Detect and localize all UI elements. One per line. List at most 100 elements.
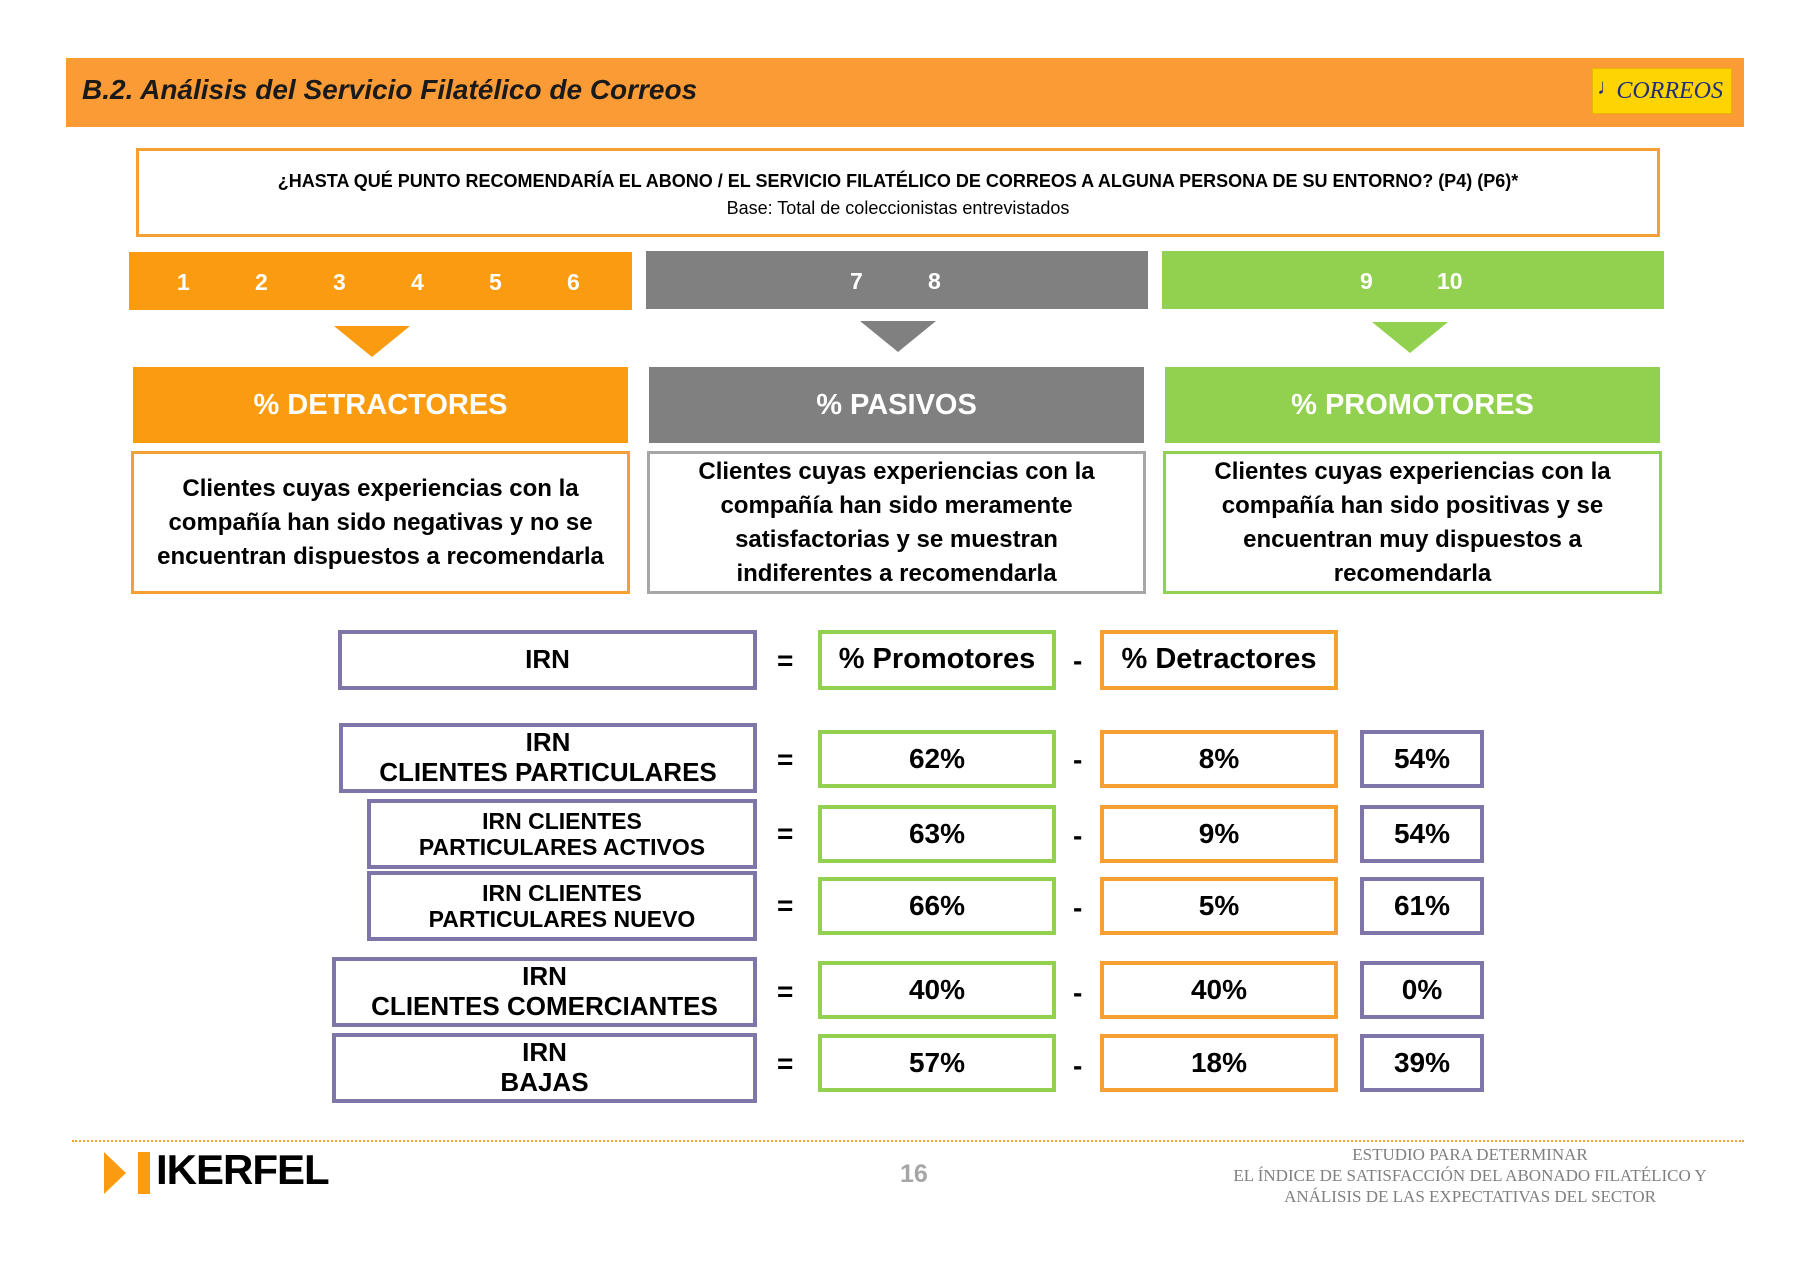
scale-number: 4	[411, 269, 424, 295]
row-label-line1: IRN CLIENTES	[482, 879, 642, 906]
scale-number: 10	[1437, 268, 1463, 294]
page-number: 16	[900, 1160, 928, 1188]
ikerfel-arrow-icon	[104, 1152, 126, 1194]
question-box: ¿HASTA QUÉ PUNTO RECOMENDARÍA EL ABONO /…	[136, 148, 1660, 237]
row-label-line1: IRN CLIENTES	[482, 807, 642, 834]
promotores-value: 40%	[908, 973, 966, 1005]
row-label-line2: CLIENTES PARTICULARES	[379, 757, 717, 787]
irn-result-box: 39%	[1360, 1034, 1484, 1092]
formula-irn-label: IRN	[525, 644, 570, 675]
promotores-value: 62%	[908, 742, 966, 774]
equals-sign: =	[777, 645, 794, 676]
post-horn-icon: ♩	[1597, 74, 1619, 99]
minus-sign: -	[1073, 977, 1083, 1008]
detractores-value: 5%	[1198, 889, 1240, 921]
study-title-line2: EL ÍNDICE DE SATISFACCIÓN DEL ABONADO FI…	[1233, 1166, 1707, 1185]
detractores-value-box: 8%	[1100, 730, 1338, 788]
row-label-line1: IRN	[522, 961, 567, 992]
arrow-down-icon	[860, 321, 936, 352]
detractores-value: 40%	[1190, 973, 1248, 1005]
scale-bar-detractores: 1 2 3 4 5 6	[129, 252, 632, 310]
irn-result: 39%	[1393, 1046, 1451, 1078]
formula-promotores-box: % Promotores	[818, 630, 1056, 690]
ikerfel-bar-icon	[138, 1152, 150, 1194]
irn-result-box: 0%	[1360, 961, 1484, 1019]
irn-result-box: 61%	[1360, 877, 1484, 935]
row-label-line1: IRN	[525, 727, 571, 758]
scale-number: 8	[928, 268, 941, 294]
study-title: ESTUDIO PARA DETERMINAR EL ÍNDICE DE SAT…	[1210, 1144, 1730, 1207]
scale-number: 3	[333, 269, 346, 295]
category-promotores-description: Clientes cuyas experiencias con la compa…	[1163, 451, 1662, 594]
equals-sign: =	[777, 976, 794, 1007]
question-base: Base: Total de coleccionistas entrevista…	[726, 198, 1070, 218]
equals-sign: =	[777, 744, 794, 775]
irn-result: 54%	[1393, 817, 1451, 849]
category-detractores-description: Clientes cuyas experiencias con la compa…	[131, 451, 630, 594]
promotores-value-box: 62%	[818, 730, 1056, 788]
question-text: ¿HASTA QUÉ PUNTO RECOMENDARÍA EL ABONO /…	[277, 171, 1519, 191]
correos-logo: CORREOS	[1592, 68, 1732, 114]
category-pasivos-title: % PASIVOS	[649, 367, 1144, 443]
row-label-line2: CLIENTES COMERCIANTES	[371, 991, 718, 1021]
detractores-value-box: 9%	[1100, 805, 1338, 863]
scale-number: 7	[850, 268, 863, 294]
logo-text: CORREOS	[1616, 77, 1723, 104]
row-label-line2: PARTICULARES NUEVO	[428, 906, 696, 932]
description-text: Clientes cuyas experiencias con la compa…	[1214, 457, 1611, 587]
formula-irn-box: IRN	[338, 630, 757, 690]
promotores-value: 66%	[908, 889, 966, 921]
study-title-line1: ESTUDIO PARA DETERMINAR	[1352, 1145, 1588, 1164]
equals-sign: =	[777, 890, 794, 921]
scale-number: 1	[177, 269, 190, 295]
minus-sign: -	[1073, 820, 1083, 851]
scale-bar-pasivos: 7 8	[646, 251, 1148, 309]
category-detractores-title: % DETRACTORES	[133, 367, 628, 443]
irn-result: 61%	[1393, 889, 1451, 921]
arrow-down-icon	[1372, 322, 1448, 353]
formula-detractores-box: % Detractores	[1100, 630, 1338, 690]
promotores-value-box: 57%	[818, 1034, 1056, 1092]
minus-sign: -	[1073, 1050, 1083, 1081]
header-bar	[66, 58, 1744, 127]
scale-number: 9	[1360, 268, 1373, 294]
detractores-value-box: 18%	[1100, 1034, 1338, 1092]
detractores-value-box: 40%	[1100, 961, 1338, 1019]
promotores-value-box: 63%	[818, 805, 1056, 863]
row-label-line2: PARTICULARES ACTIVOS	[418, 834, 706, 860]
scale-number: 6	[567, 269, 580, 295]
scale-number: 2	[255, 269, 268, 295]
detractores-value: 9%	[1198, 817, 1240, 849]
scale-number: 5	[489, 269, 502, 295]
detractores-value-box: 5%	[1100, 877, 1338, 935]
row-label-line2: BAJAS	[500, 1067, 589, 1097]
description-text: Clientes cuyas experiencias con la compa…	[698, 457, 1095, 587]
detractores-value: 18%	[1190, 1046, 1248, 1078]
promotores-value: 63%	[908, 817, 966, 849]
minus-sign: -	[1073, 892, 1083, 923]
irn-result-box: 54%	[1360, 730, 1484, 788]
promotores-value-box: 66%	[818, 877, 1056, 935]
category-pasivos-description: Clientes cuyas experiencias con la compa…	[647, 451, 1146, 594]
promotores-value-box: 40%	[818, 961, 1056, 1019]
irn-result: 54%	[1393, 742, 1451, 774]
scale-bar-promotores: 9 10	[1162, 251, 1664, 309]
equals-sign: =	[777, 818, 794, 849]
promotores-value: 57%	[908, 1046, 966, 1078]
minus-sign: -	[1073, 645, 1083, 676]
arrow-down-icon	[334, 326, 410, 357]
footer-divider	[72, 1140, 1744, 1142]
minus-sign: -	[1073, 744, 1083, 775]
study-title-line3: ANÁLISIS DE LAS EXPECTATIVAS DEL SECTOR	[1284, 1187, 1656, 1206]
formula-detractores-label: % Detractores	[1121, 643, 1317, 676]
row-label-line1: IRN	[522, 1037, 567, 1068]
ikerfel-logo: IKERFEL	[156, 1146, 330, 1193]
irn-result-box: 54%	[1360, 805, 1484, 863]
detractores-value: 8%	[1198, 742, 1240, 774]
page-title: B.2. Análisis del Servicio Filatélico de…	[82, 74, 698, 105]
equals-sign: =	[777, 1048, 794, 1079]
